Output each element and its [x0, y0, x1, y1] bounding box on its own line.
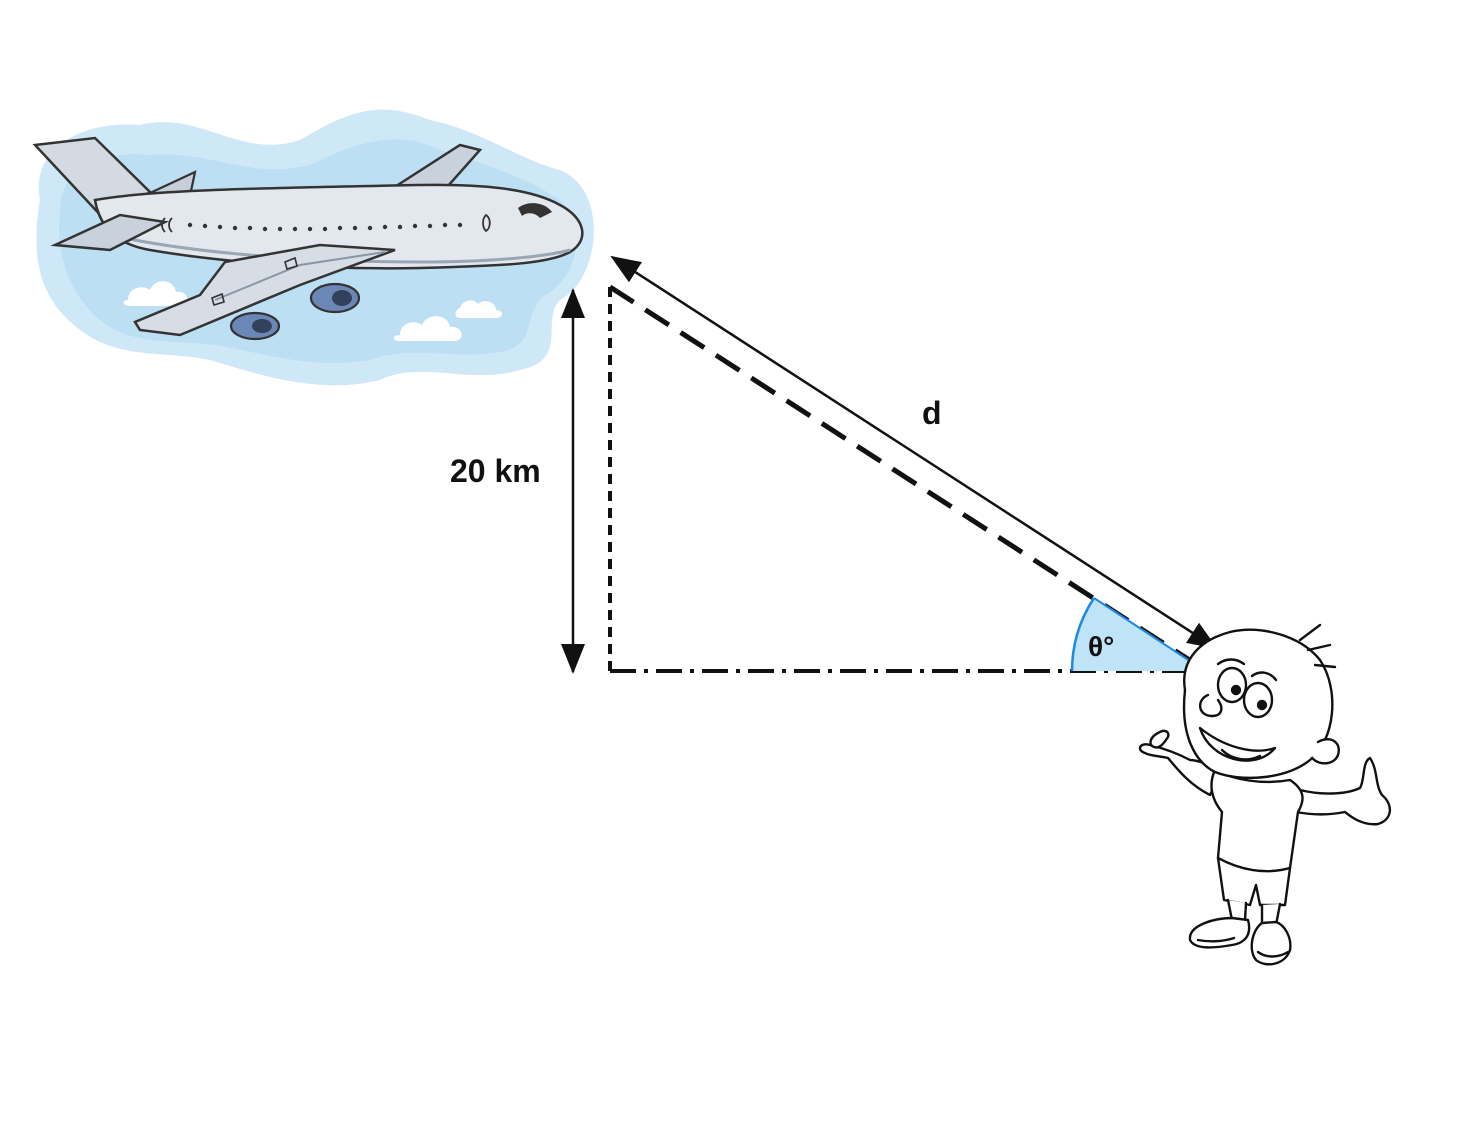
angle-label: θ° — [1088, 631, 1114, 662]
boy-icon — [1138, 623, 1391, 966]
airplane-icon — [32, 109, 594, 386]
height-label: 20 km — [450, 453, 541, 489]
cloud-icon — [455, 300, 502, 318]
cloud-icon — [394, 316, 462, 341]
cloud-icon — [123, 281, 188, 306]
distance-arrow — [610, 255, 1218, 650]
distance-label: d — [922, 395, 942, 431]
